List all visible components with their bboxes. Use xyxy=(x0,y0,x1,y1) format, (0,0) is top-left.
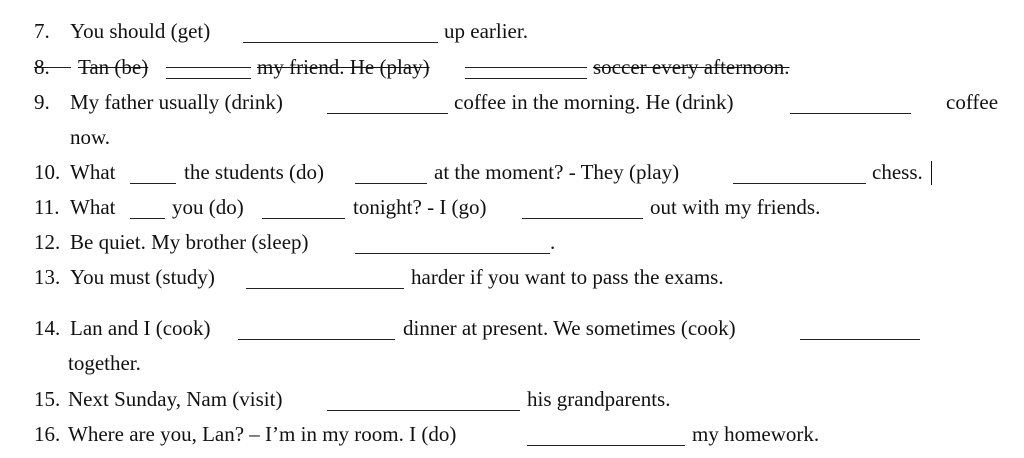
exercise-number: 15. xyxy=(34,387,61,411)
exercise-text: coffee xyxy=(946,90,999,114)
answer-blank[interactable] xyxy=(238,339,395,340)
exercise-text: at the moment? - They (play) xyxy=(434,160,680,184)
exercise-text: Lan and I (cook) xyxy=(70,316,211,340)
exercise-number: 11. xyxy=(34,195,60,219)
exercise-text: harder if you want to pass the exams. xyxy=(411,265,724,289)
exercise-text: Be quiet. My brother (sleep) xyxy=(70,230,309,254)
answer-blank[interactable] xyxy=(166,78,251,79)
answer-blank[interactable] xyxy=(800,339,920,340)
answer-blank[interactable] xyxy=(733,183,866,184)
exercise-number: 13. xyxy=(34,265,61,289)
exercise-text: coffee in the morning. He (drink) xyxy=(454,90,734,114)
exercise-text: My father usually (drink) xyxy=(70,90,283,114)
answer-blank[interactable] xyxy=(790,113,911,114)
exercise-number: 9. xyxy=(34,90,50,114)
exercise-number: 14. xyxy=(34,316,61,340)
exercise-text: you (do) xyxy=(172,195,244,219)
exercise-text: tonight? - I (go) xyxy=(353,195,487,219)
exercise-text: soccer every afternoon. xyxy=(593,55,790,79)
exercise-text: up earlier. xyxy=(444,19,528,43)
answer-blank[interactable] xyxy=(527,445,685,446)
exercise-text: You should (get) xyxy=(70,19,211,43)
exercise-text: now. xyxy=(70,125,111,149)
exercise-text: Tan (be) xyxy=(78,55,149,79)
answer-blank[interactable] xyxy=(243,42,438,43)
exercise-number: 7. xyxy=(34,19,50,43)
answer-blank[interactable] xyxy=(522,218,643,219)
answer-blank[interactable] xyxy=(246,288,404,289)
answer-blank[interactable] xyxy=(130,183,176,184)
strikethrough-line xyxy=(166,67,251,68)
exercise-number: 10. xyxy=(34,160,61,184)
exercise-text: dinner at present. We sometimes (cook) xyxy=(403,316,736,340)
answer-blank[interactable] xyxy=(355,253,550,254)
answer-blank[interactable] xyxy=(327,113,448,114)
exercise-text: You must (study) xyxy=(70,265,215,289)
answer-blank[interactable] xyxy=(327,410,520,411)
exercise-text: chess. xyxy=(872,160,923,184)
strikethrough-line xyxy=(46,67,71,68)
exercise-number: 16. xyxy=(34,422,61,446)
answer-blank[interactable] xyxy=(262,218,345,219)
exercise-text: Where are you, Lan? – I’m in my room. I … xyxy=(68,422,457,446)
exercise-number: 8. xyxy=(34,55,50,79)
exercise-text: my homework. xyxy=(692,422,820,446)
strikethrough-line xyxy=(465,67,587,68)
exercise-number: 12. xyxy=(34,230,61,254)
answer-blank[interactable] xyxy=(355,183,427,184)
exercise-text: Next Sunday, Nam (visit) xyxy=(68,387,283,411)
exercise-text: What xyxy=(70,160,116,184)
answer-blank[interactable] xyxy=(465,78,587,79)
exercise-text: the students (do) xyxy=(184,160,324,184)
exercise-text: together. xyxy=(68,351,141,375)
exercise-text: his grandparents. xyxy=(527,387,671,411)
exercise-text: out with my friends. xyxy=(650,195,821,219)
exercise-text: What xyxy=(70,195,116,219)
text-cursor xyxy=(931,161,932,185)
exercise-text: my friend. He (play) xyxy=(257,55,430,79)
exercise-text: . xyxy=(550,230,556,254)
answer-blank[interactable] xyxy=(130,218,165,219)
